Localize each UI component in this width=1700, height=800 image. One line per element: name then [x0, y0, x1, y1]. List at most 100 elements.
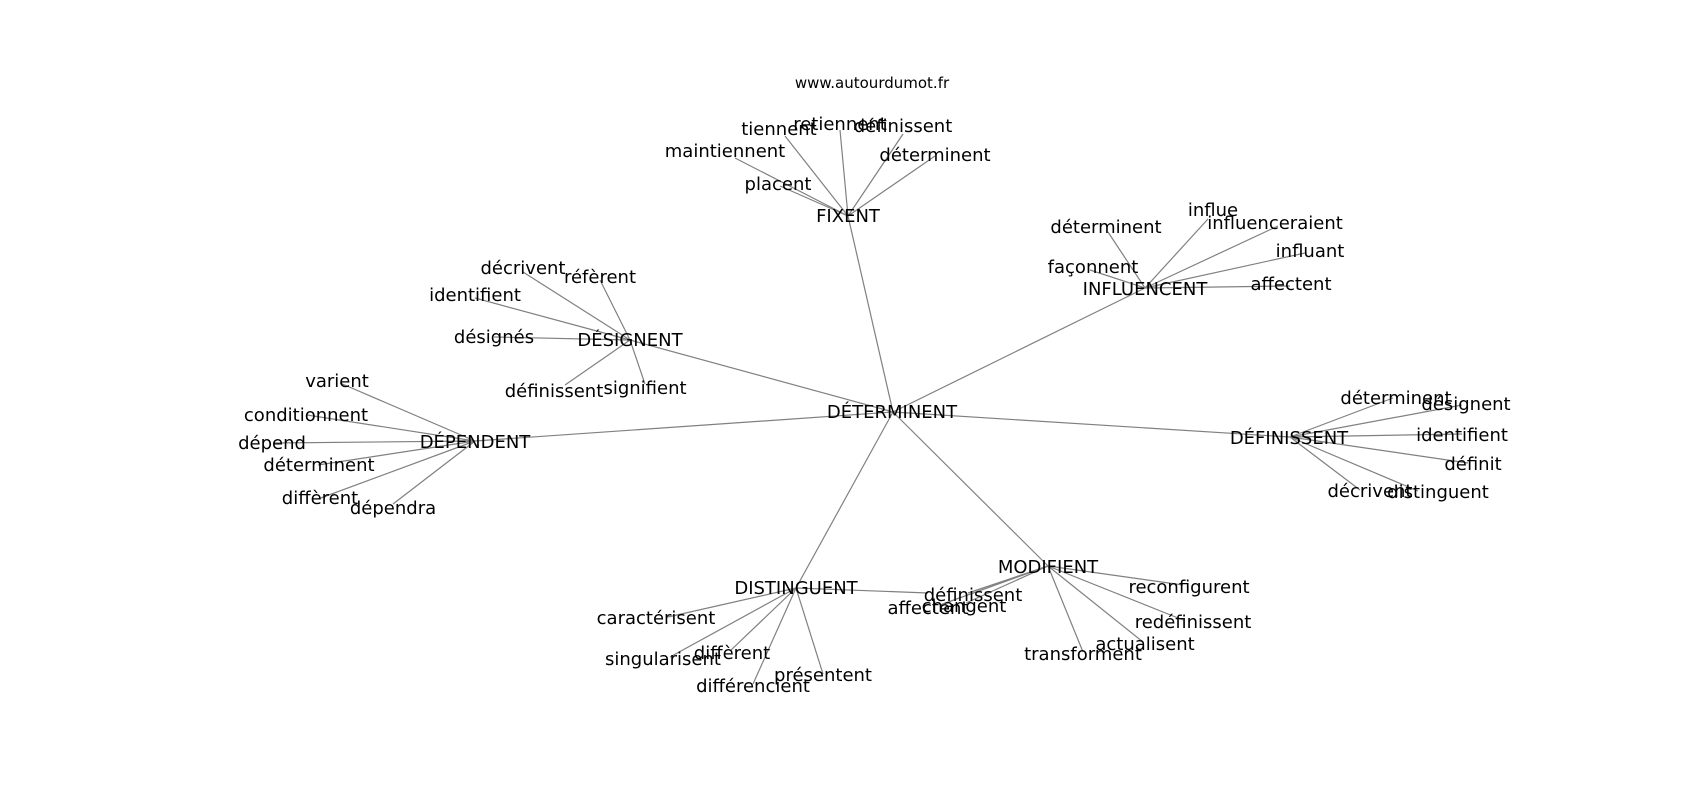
leaf-label: identifient: [429, 285, 521, 306]
leaf-label: déterminent: [1050, 217, 1161, 238]
edge: [965, 565, 1049, 604]
leaf-label: dépend: [238, 433, 306, 454]
leaf-label: décrivent: [481, 258, 566, 279]
edge: [729, 587, 797, 652]
leaf-label: identifient: [1416, 425, 1508, 446]
edge: [1144, 252, 1306, 289]
leaf-label: singularisent: [605, 649, 721, 670]
edge: [752, 587, 797, 685]
leaf-label: conditionnent: [244, 405, 368, 426]
leaf-label: actualisent: [1095, 634, 1194, 655]
hub-label: INFLUENCENT: [1083, 279, 1209, 300]
leaf-label: définissent: [924, 585, 1023, 606]
leaf-label: changent: [922, 596, 1007, 617]
leaf-label: façonnent: [1048, 257, 1139, 278]
leaf-label: présentent: [774, 665, 872, 686]
edge: [779, 185, 849, 217]
edge: [892, 287, 1146, 413]
edge: [1089, 269, 1146, 289]
hub-label: DÉPENDENT: [420, 431, 532, 453]
edge: [939, 565, 1049, 606]
leaf-label: transforment: [1024, 644, 1142, 665]
hub-label: DÉFINISSENT: [1230, 427, 1349, 449]
leaf-label: diffèrent: [694, 643, 770, 664]
edge: [1289, 433, 1463, 438]
edge: [392, 440, 476, 505]
leaf-label: maintiennent: [665, 141, 785, 162]
leaf-label: redéfinissent: [1135, 612, 1252, 633]
edge: [795, 587, 929, 594]
leaf-label: déterminent: [263, 455, 374, 476]
edge: [847, 215, 894, 413]
leaf-label: affectent: [1251, 274, 1332, 295]
edge: [669, 587, 797, 658]
leaf-label: distinguent: [1387, 482, 1489, 503]
edge: [474, 297, 631, 341]
leaf-label: affectent: [888, 598, 969, 619]
edge: [1289, 436, 1361, 491]
edge: [1289, 404, 1463, 438]
leaf-label: placent: [745, 174, 812, 195]
edge: [629, 339, 894, 413]
edge: [272, 440, 476, 444]
leaf-label: diffèrent: [282, 488, 358, 509]
center-node-label: DÉTERMINENT: [827, 401, 958, 423]
leaf-label: déterminent: [1340, 388, 1451, 409]
leaf-label: caractérisent: [597, 608, 716, 629]
edge: [1047, 565, 1184, 586]
leaf-label: tiennent: [741, 119, 817, 140]
edge: [599, 279, 631, 341]
edge: [474, 411, 894, 442]
leaf-label: retiennent: [793, 114, 887, 135]
edge: [892, 411, 1291, 438]
edge: [493, 336, 631, 341]
graph-edges: [272, 129, 1469, 685]
hub-label: MODIFIENT: [998, 557, 1099, 578]
edge: [734, 157, 849, 217]
leaf-label: définissent: [505, 381, 604, 402]
edge: [1047, 565, 1184, 621]
leaf-label: influant: [1276, 241, 1345, 262]
leaf-label: varient: [305, 371, 369, 392]
edge: [1289, 436, 1419, 492]
edge: [522, 271, 631, 341]
leaf-label: influenceraient: [1207, 213, 1343, 234]
leaf-label: désignent: [1421, 394, 1510, 415]
edge: [564, 339, 631, 386]
edge: [1144, 218, 1209, 289]
edge: [1289, 397, 1394, 438]
leaf-label: décrivent: [1328, 481, 1413, 502]
hub-label: DÉSIGNENT: [577, 329, 683, 351]
edge: [339, 382, 476, 442]
edge: [892, 411, 1049, 567]
edge: [667, 587, 797, 618]
edge: [847, 133, 904, 217]
edge: [1047, 565, 1084, 653]
edge: [1289, 436, 1469, 464]
leaf-label: déterminent: [879, 145, 990, 166]
leaf-label: différencient: [696, 676, 810, 697]
edge: [795, 587, 824, 675]
leaf-label: désignés: [454, 327, 534, 348]
leaf-label: reconfigurent: [1128, 577, 1249, 598]
edge: [1107, 231, 1146, 289]
graph-labels: www.autourdumot.fr DÉTERMINENT FIXENT ti…: [238, 74, 1511, 697]
leaf-label: définit: [1444, 454, 1501, 475]
edge: [1144, 225, 1279, 289]
edge: [847, 155, 936, 217]
leaf-label: réfèrent: [564, 267, 636, 288]
edge: [795, 411, 894, 589]
edge: [784, 135, 849, 217]
edge: [839, 129, 849, 217]
hub-label: DISTINGUENT: [734, 578, 858, 599]
edge: [306, 414, 476, 442]
source-watermark: www.autourdumot.fr: [795, 74, 950, 92]
leaf-label: dépendra: [350, 498, 436, 519]
edge: [629, 339, 646, 385]
leaf-label: signifient: [603, 378, 686, 399]
leaf-label: définissent: [854, 116, 953, 137]
leaf-label: influe: [1188, 200, 1238, 221]
edge: [317, 440, 476, 466]
edge: [1047, 565, 1144, 643]
